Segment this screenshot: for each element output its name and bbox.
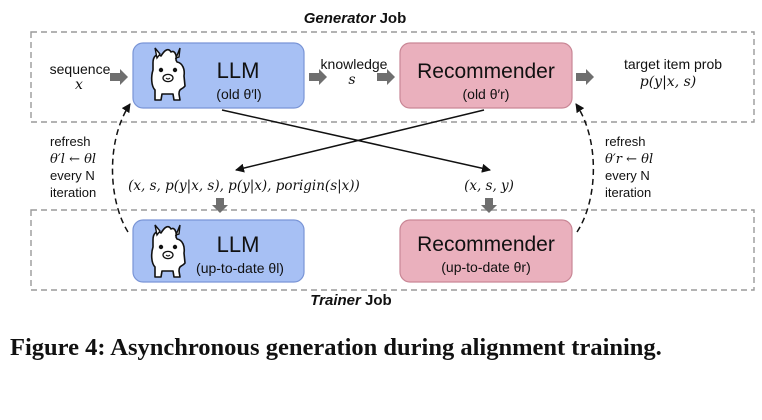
svg-text:refresh: refresh	[605, 134, 645, 149]
trainer-recommender-subtitle: (up-to-date θr)	[441, 259, 530, 275]
refresh-arrow-llm	[111, 103, 131, 233]
cross-arrow-rec-to-llm	[235, 109, 485, 173]
trainer-recommender-box	[399, 219, 573, 283]
cross-arrow-llm-to-rec	[221, 109, 491, 173]
refresh-arrow-recommender	[575, 103, 595, 233]
trainer-llm-title: LLM	[217, 232, 260, 257]
sequence-var: x	[75, 77, 83, 93]
svg-text:θ′l ← θl: θ′l ← θl	[50, 152, 96, 167]
down-arrow-llm	[212, 198, 228, 213]
generator-job-frame	[30, 31, 755, 123]
knowledge-var: s	[348, 72, 355, 88]
generator-llm-title: LLM	[217, 58, 260, 83]
svg-text:iteration: iteration	[50, 185, 96, 200]
generator-recommender-box	[399, 42, 573, 109]
output-label: target item prob	[624, 56, 722, 72]
svg-text:iteration: iteration	[605, 185, 651, 200]
generator-llm-subtitle: (old θ′l)	[216, 86, 261, 102]
trainer-llm-subtitle: (up-to-date θl)	[196, 260, 284, 276]
output-formula: p(y|x, s)	[640, 74, 697, 90]
knowledge-label: knowledge	[321, 56, 388, 72]
llm-training-data: (x, s, p(y|x, s), p(y|x), porigin(s|x))	[128, 178, 360, 194]
input-arrow	[110, 69, 128, 85]
trainer-recommender-title: Recommender	[417, 233, 555, 256]
trainer-job-title: Trainer Job	[310, 292, 391, 309]
svg-text:every N: every N	[605, 168, 650, 183]
generator-recommender-subtitle: (old θ′r)	[463, 86, 510, 102]
svg-text:refresh: refresh	[50, 134, 90, 149]
generator-recommender-title: Recommender	[417, 60, 555, 83]
svg-text:θ′r ← θl: θ′r ← θl	[605, 152, 653, 167]
refresh-label-left: refresh θ′l ← θl every N iteration	[50, 134, 96, 200]
figure-caption: Figure 4: Asynchronous generation during…	[10, 334, 662, 361]
output-arrow	[576, 69, 594, 85]
refresh-label-right: refresh θ′r ← θl every N iteration	[605, 134, 653, 200]
recommender-training-data: (x, s, y)	[464, 178, 514, 194]
generator-job-title: Generator Job	[304, 10, 407, 27]
down-arrow-rec	[481, 198, 497, 213]
diagram-canvas: Generator Job Trainer Job LLM (old θ′l) …	[30, 10, 755, 309]
svg-text:every N: every N	[50, 168, 95, 183]
trainer-job-frame	[30, 209, 755, 291]
sequence-label: sequence	[50, 61, 111, 77]
